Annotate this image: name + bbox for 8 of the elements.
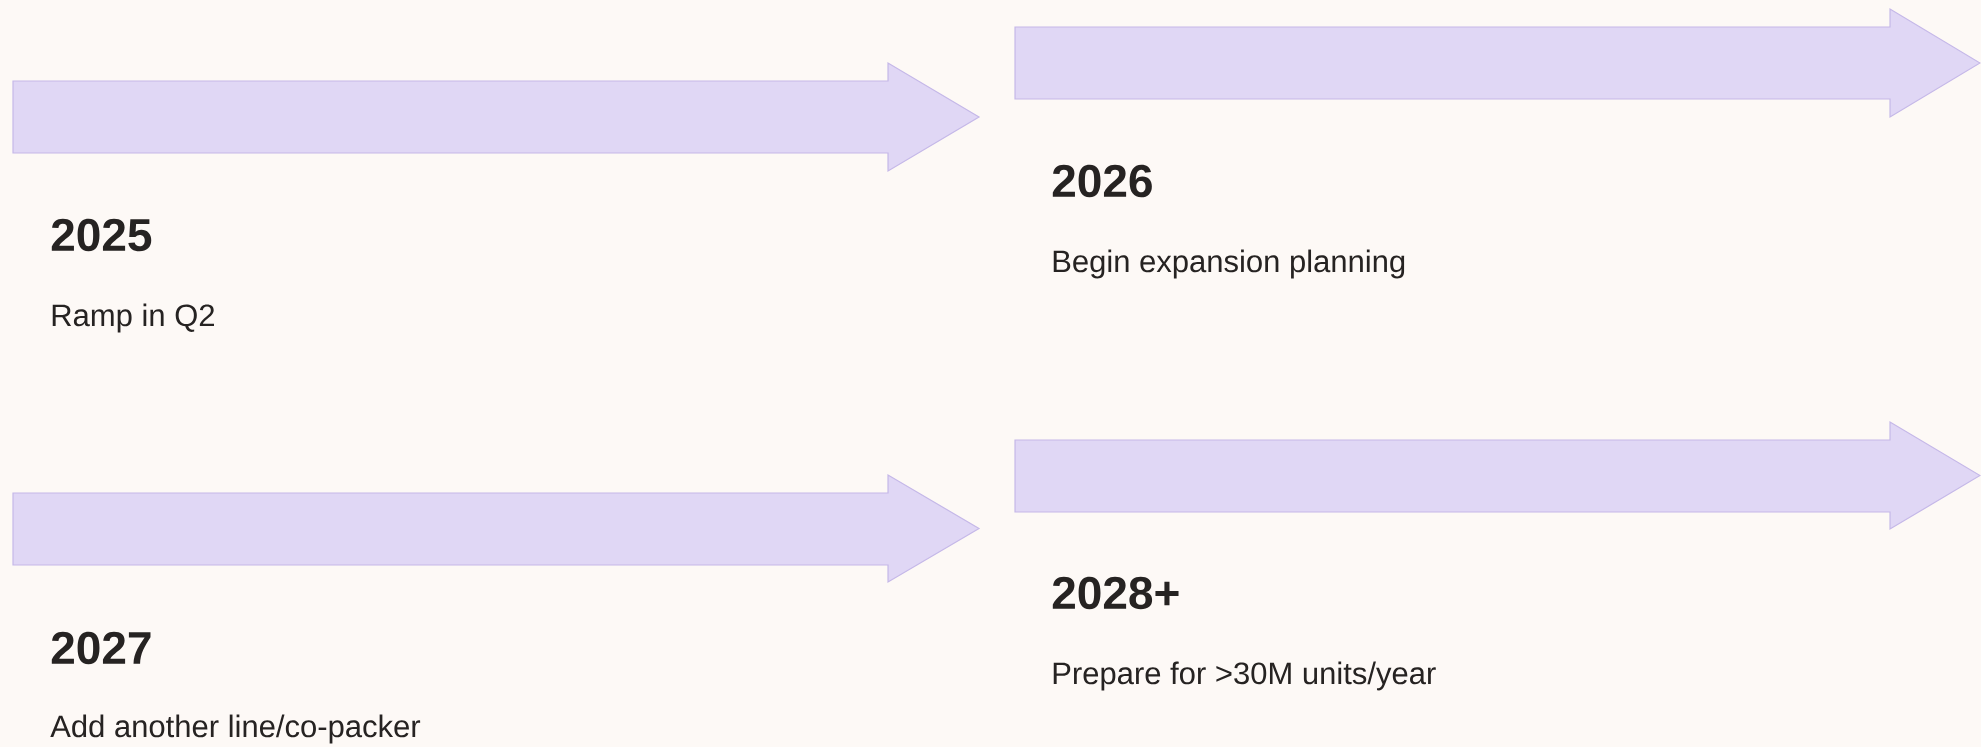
description-text: Prepare for >30M units/year xyxy=(1053,661,1436,691)
year-heading: 2025 xyxy=(51,218,152,252)
year-heading: 2027 xyxy=(51,631,151,665)
description-text: Begin expansion planning xyxy=(1053,249,1405,279)
description-text: Add another line/co-packer xyxy=(50,714,421,744)
year-heading: 2026 xyxy=(1052,164,1152,198)
description-text: Ramp in Q2 xyxy=(52,303,214,333)
year-heading: 2028+ xyxy=(1052,576,1179,610)
